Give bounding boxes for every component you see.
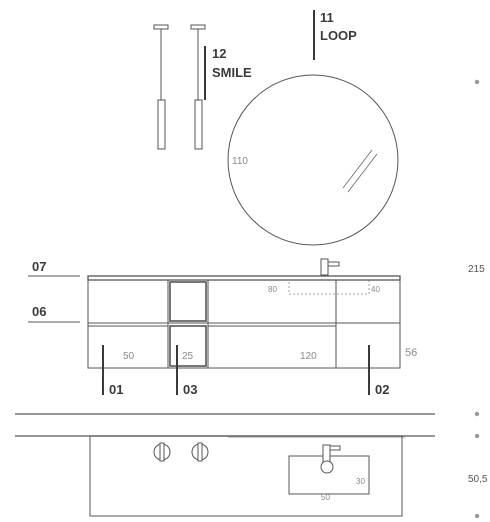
pendant-lamp-right — [190, 24, 206, 150]
mirror-number: 11 — [320, 10, 334, 25]
vanity-cabinet — [87, 279, 401, 369]
pendant-lamps — [153, 24, 206, 150]
pendant-lamp-left — [153, 24, 169, 150]
drawer-knob-right-icon — [191, 442, 209, 462]
side-dot-1 — [474, 79, 480, 85]
side-dot-2 — [474, 411, 480, 417]
side-dot-3 — [474, 433, 480, 439]
item-03-label: 03 — [183, 382, 197, 397]
cabinet-height-label: 56 — [405, 347, 417, 359]
module-left-width-label: 50 — [123, 351, 135, 362]
item-01-label: 01 — [109, 382, 123, 397]
sink-basin-plan — [288, 444, 370, 495]
sink-width-label: 50 — [321, 493, 330, 502]
mirror-diameter-label: 110 — [232, 156, 248, 167]
total-height-label: 215 — [468, 264, 485, 275]
item-07-label: 07 — [32, 259, 46, 274]
mirror-reflection-mark — [342, 149, 378, 193]
mirror-name: LOOP — [320, 28, 357, 43]
module-right-width-label: 120 — [300, 351, 317, 362]
basin-width-left-label: 80 — [268, 285, 277, 294]
lamp-number: 12 — [212, 46, 226, 61]
depth-label: 50,5 — [468, 474, 488, 485]
faucet-icon — [320, 258, 340, 276]
sink-height-label: 30 — [356, 477, 365, 486]
drawer-knob-left-icon — [153, 442, 171, 462]
basin-width-right-label: 40 — [371, 285, 380, 294]
round-mirror — [227, 74, 399, 246]
item-06-label: 06 — [32, 304, 46, 319]
basin-outline — [288, 279, 370, 295]
plan-cabinet-outline — [89, 435, 403, 517]
item-02-label: 02 — [375, 382, 389, 397]
lamp-name: SMILE — [212, 65, 252, 80]
side-dot-4 — [474, 513, 480, 519]
module-middle-width-label: 25 — [182, 351, 194, 362]
vanity-top — [87, 275, 401, 281]
